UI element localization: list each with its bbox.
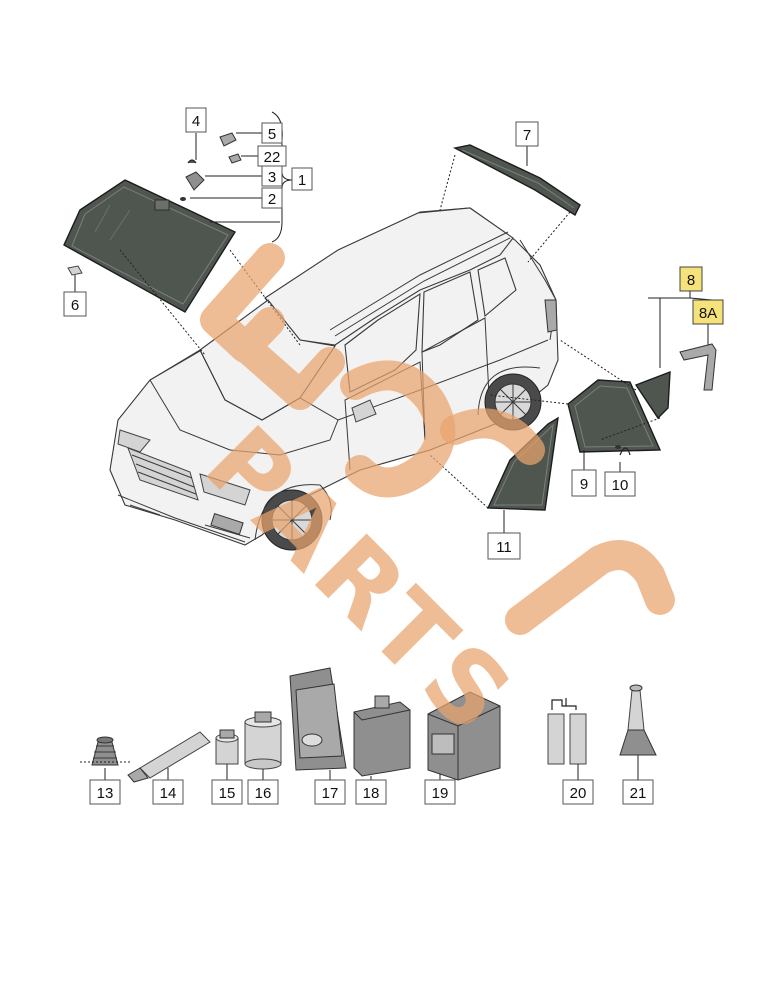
svg-text:8: 8 [687, 272, 695, 289]
callout-8: 8 [679, 266, 703, 292]
svg-text:22: 22 [264, 149, 281, 166]
rear-window-glass [439, 144, 581, 263]
svg-text:3: 3 [268, 169, 276, 186]
rear-door-glass [489, 379, 662, 470]
callout-14: 14 [152, 779, 184, 805]
callout-13: 13 [89, 779, 121, 805]
svg-text:13: 13 [97, 785, 114, 802]
accessory-21-applicator [619, 684, 657, 782]
accessory-16-canister [244, 711, 282, 782]
svg-text:21: 21 [630, 785, 647, 802]
callout-15: 15 [211, 779, 243, 805]
svg-text:20: 20 [570, 785, 587, 802]
svg-text:6: 6 [71, 297, 79, 314]
svg-text:8A: 8A [699, 305, 717, 322]
accessory-17-pouch [289, 667, 347, 782]
svg-text:18: 18 [363, 785, 380, 802]
accessory-15-cap [215, 729, 239, 782]
callout-9: 9 [571, 469, 597, 497]
svg-text:1: 1 [298, 172, 306, 189]
accessory-20-cartridges [547, 698, 587, 782]
accessory-14-tube [127, 731, 211, 783]
svg-text:15: 15 [219, 785, 236, 802]
callout-5: 5 [261, 122, 283, 144]
callout-1: 1 [291, 167, 313, 191]
svg-text:17: 17 [322, 785, 339, 802]
callout-20: 20 [562, 779, 594, 805]
small-clip-part [615, 445, 631, 472]
svg-text:7: 7 [523, 127, 531, 144]
svg-text:2: 2 [268, 191, 276, 208]
callout-6: 6 [63, 291, 87, 317]
svg-text:5: 5 [268, 126, 276, 143]
callout-16: 16 [247, 779, 279, 805]
callout-8a: 8A [692, 299, 724, 325]
callout-2: 2 [261, 187, 283, 209]
windshield-glass [63, 179, 237, 313]
accessory-18-bottle [353, 695, 411, 782]
callout-10: 10 [604, 471, 636, 497]
callout-22: 22 [257, 145, 287, 167]
svg-text:16: 16 [255, 785, 272, 802]
callout-7: 7 [515, 121, 539, 147]
callout-11: 11 [487, 532, 521, 560]
svg-text:10: 10 [612, 477, 629, 494]
callout-18: 18 [355, 779, 387, 805]
callout-21: 21 [622, 779, 654, 805]
callout-3: 3 [261, 165, 283, 187]
svg-text:11: 11 [496, 539, 512, 556]
accessory-19-box [427, 691, 501, 782]
svg-text:4: 4 [192, 113, 200, 130]
svg-text:14: 14 [160, 785, 177, 802]
svg-text:19: 19 [432, 785, 449, 802]
accessory-13-nozzle [80, 736, 130, 782]
callout-labels: 4 5 22 3 1 2 6 7 8 8A 9 10 11 13 14 15 1… [63, 107, 724, 805]
svg-text:9: 9 [580, 476, 588, 493]
small-parts-group-windshield [67, 132, 242, 276]
callout-19: 19 [424, 779, 456, 805]
callout-17: 17 [314, 779, 346, 805]
callout-4: 4 [185, 107, 207, 133]
